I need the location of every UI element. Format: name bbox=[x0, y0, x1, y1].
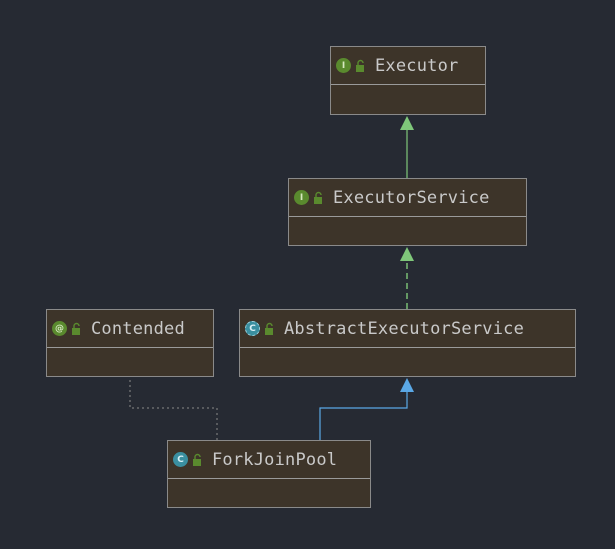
interface-icon: I bbox=[294, 190, 309, 205]
arrowhead bbox=[400, 116, 414, 130]
node-divider bbox=[168, 478, 370, 479]
edge-executor-service-to-executor bbox=[400, 116, 414, 178]
node-abstract-executor-service[interactable]: C AbstractExecutorService bbox=[239, 309, 576, 377]
node-header: C AbstractExecutorService bbox=[240, 310, 575, 347]
node-body bbox=[168, 479, 370, 507]
lock-open-icon bbox=[193, 453, 201, 466]
edge-fork-join-pool-to-abstract-executor-service bbox=[319, 378, 414, 440]
edge-fork-join-pool-to-contended bbox=[129, 377, 218, 440]
node-header: I ExecutorService bbox=[289, 179, 526, 216]
lock-open-icon bbox=[72, 322, 80, 335]
node-divider bbox=[47, 347, 213, 348]
node-name: ExecutorService bbox=[333, 187, 490, 208]
class-icon: C bbox=[173, 452, 188, 467]
node-name: Contended bbox=[91, 318, 185, 339]
lock-open-icon bbox=[356, 59, 364, 72]
node-contended[interactable]: @ Contended bbox=[46, 309, 214, 377]
node-body bbox=[240, 348, 575, 376]
node-divider bbox=[331, 84, 485, 85]
node-divider bbox=[289, 216, 526, 217]
node-fork-join-pool[interactable]: C ForkJoinPool bbox=[167, 440, 371, 508]
annotation-icon: @ bbox=[52, 321, 67, 336]
arrowhead bbox=[400, 247, 414, 261]
node-header: @ Contended bbox=[47, 310, 213, 347]
lock-open-icon bbox=[314, 191, 322, 204]
node-name: Executor bbox=[375, 55, 459, 76]
lock-open-icon bbox=[265, 322, 273, 335]
abstract-class-icon: C bbox=[245, 321, 260, 336]
node-name: ForkJoinPool bbox=[212, 449, 338, 470]
node-body bbox=[289, 217, 526, 245]
arrowhead bbox=[400, 378, 414, 392]
node-name: AbstractExecutorService bbox=[284, 318, 525, 339]
interface-icon: I bbox=[336, 58, 351, 73]
node-divider bbox=[240, 347, 575, 348]
node-header: C ForkJoinPool bbox=[168, 441, 370, 478]
node-header: I Executor bbox=[331, 47, 485, 84]
node-body bbox=[331, 85, 485, 113]
edge-abstract-executor-service-to-executor-service bbox=[400, 247, 414, 309]
node-executor[interactable]: I Executor bbox=[330, 46, 486, 115]
node-body bbox=[47, 348, 213, 376]
node-executor-service[interactable]: I ExecutorService bbox=[288, 178, 527, 246]
